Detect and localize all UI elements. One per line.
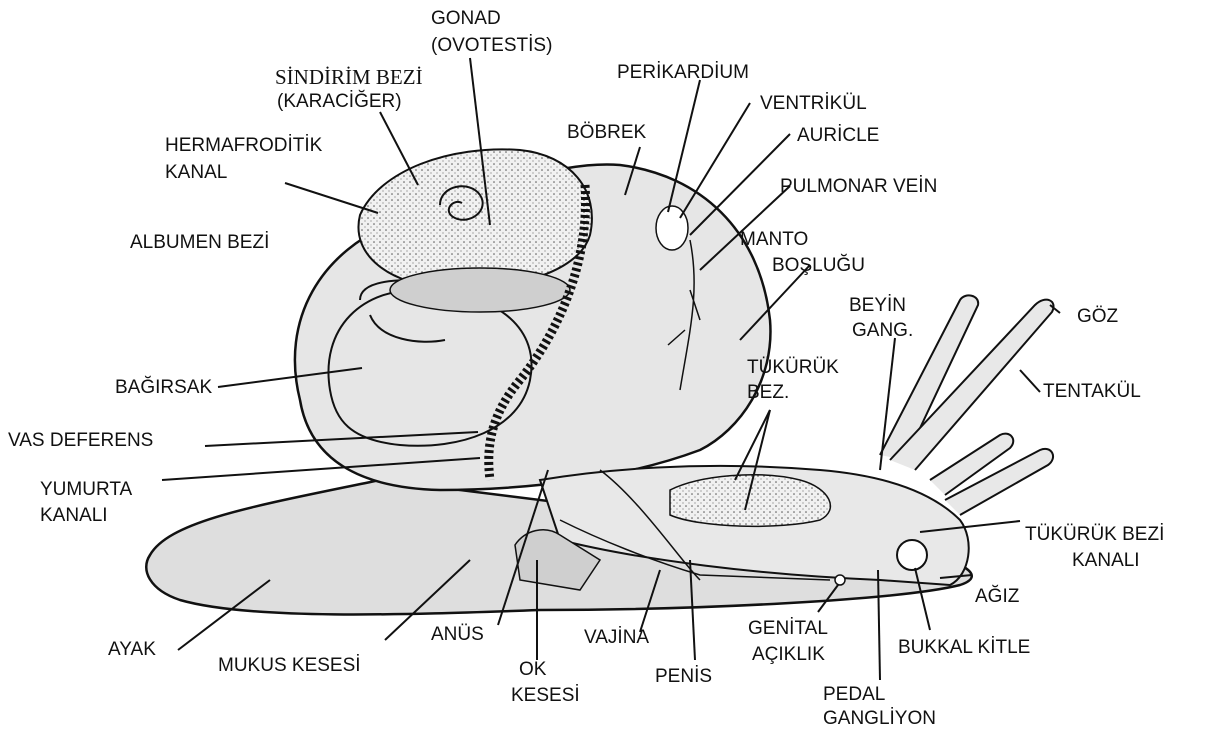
label-anus: ANÜS xyxy=(431,624,484,646)
label-tb-kanali: KANALI xyxy=(1072,550,1140,572)
label-pulmonar-vein: PULMONAR VEİN xyxy=(780,176,937,198)
label-kanali: KANALI xyxy=(40,505,108,527)
label-bez: BEZ. xyxy=(747,382,789,404)
label-ok: OK xyxy=(519,659,546,681)
label-aciklik: AÇIKLIK xyxy=(752,644,825,666)
label-ovotestis: (OVOTESTİS) xyxy=(431,35,552,57)
label-boslugu: BOŞLUĞU xyxy=(772,255,865,277)
buccal-mass xyxy=(897,540,927,570)
label-agiz: AĞIZ xyxy=(975,586,1019,608)
label-pedal: PEDAL xyxy=(823,684,885,706)
label-gang: GANG. xyxy=(852,320,913,342)
label-tukuruk-bezi: TÜKÜRÜK BEZİ xyxy=(1025,524,1164,546)
label-tukuruk: TÜKÜRÜK xyxy=(747,357,839,379)
genital-opening xyxy=(835,575,845,585)
label-gonad: GONAD xyxy=(431,8,501,30)
label-gangliyon: GANGLİYON xyxy=(823,708,936,730)
label-vajina: VAJİNA xyxy=(584,627,649,649)
label-bobrek: BÖBREK xyxy=(567,122,646,144)
label-beyin: BEYİN xyxy=(849,295,906,317)
label-genital: GENİTAL xyxy=(748,618,828,640)
tentacle-eye xyxy=(890,300,1054,470)
label-kanal: KANAL xyxy=(165,162,227,184)
label-yumurta: YUMURTA xyxy=(40,479,132,501)
label-ayak: AYAK xyxy=(108,639,156,661)
label-vas-deferens: VAS DEFERENS xyxy=(8,430,153,452)
label-penis: PENİS xyxy=(655,666,712,688)
label-hermafroditik: HERMAFRODİTİK xyxy=(165,135,322,157)
label-albumen: ALBUMEN BEZİ xyxy=(130,232,269,254)
label-manto: MANTO xyxy=(740,229,808,251)
label-karaciger: (KARACİĞER) xyxy=(277,91,402,113)
label-bagirsak: BAĞIRSAK xyxy=(115,377,212,399)
label-sindirim-bezi: SİNDİRİM BEZİ xyxy=(275,66,423,88)
label-mukus-kesesi: MUKUS KESESİ xyxy=(218,655,361,677)
label-ventrikul: VENTRİKÜL xyxy=(760,93,867,115)
albumen-gland xyxy=(390,268,570,312)
label-perikardium: PERİKARDİUM xyxy=(617,62,749,84)
label-auricle: AURİCLE xyxy=(797,125,879,147)
salivary-gland xyxy=(670,475,830,527)
label-tentakul: TENTAKÜL xyxy=(1043,381,1141,403)
label-bukkal-kitle: BUKKAL KİTLE xyxy=(898,637,1030,659)
label-goz: GÖZ xyxy=(1077,306,1118,328)
label-kesesi: KESESİ xyxy=(511,685,580,707)
